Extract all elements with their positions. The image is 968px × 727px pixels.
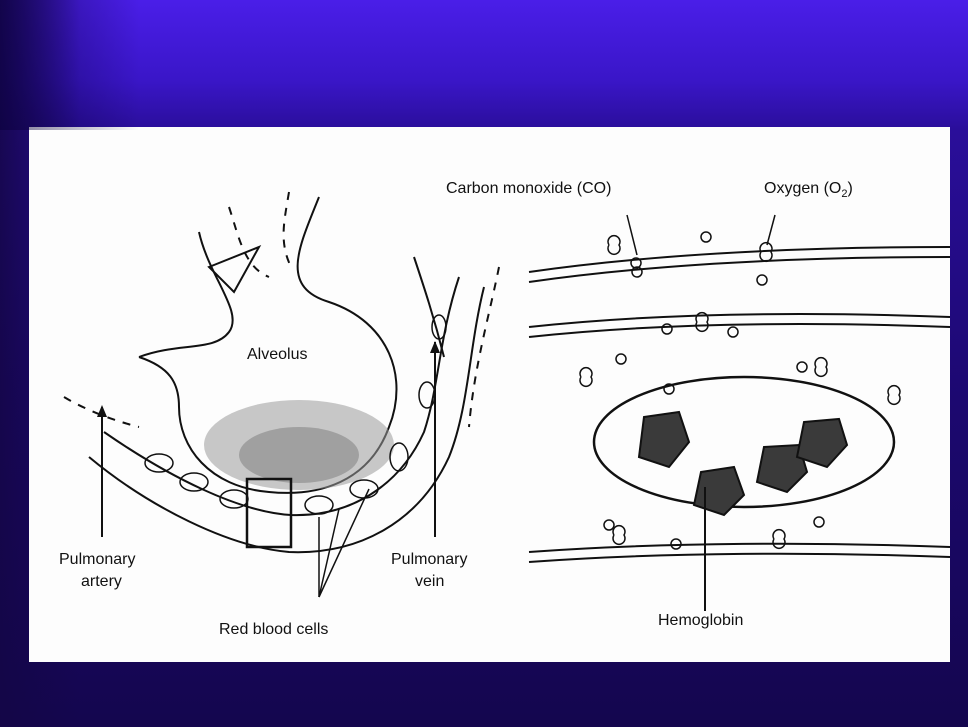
co-molecule: [662, 324, 672, 334]
vessel-wall-bottom-1: [529, 544, 950, 552]
o2-molecule: [888, 386, 900, 405]
top-right-vessel: [414, 257, 444, 357]
gas-molecules: [580, 232, 900, 549]
co-molecule: [616, 354, 626, 364]
oxygen-label-suffix: ): [847, 180, 852, 197]
vessel-wall-mid-2: [529, 324, 950, 337]
pulmonary-vein-label-line2: vein: [415, 573, 444, 590]
oxygen-label: Oxygen (O2): [764, 180, 853, 200]
oxygen-label-prefix: Oxygen (O: [764, 180, 841, 197]
carbon-monoxide-label: Carbon monoxide (CO): [446, 180, 611, 197]
rbc: [180, 473, 208, 491]
co-molecule: [814, 517, 824, 527]
hemoglobin-label: Hemoglobin: [658, 612, 743, 629]
red-blood-cell-outline: [594, 377, 894, 507]
alveolus-label: Alveolus: [247, 346, 307, 363]
co-molecule: [757, 275, 767, 285]
o2-molecule: [815, 358, 827, 377]
co-molecule: [728, 327, 738, 337]
co-molecule: [797, 362, 807, 372]
diagram-svg: Alveolus Pulmonary artery Pulmonary vein…: [29, 127, 950, 662]
co-label-pointer: [627, 215, 637, 255]
o2-molecule: [580, 368, 592, 387]
alveolus-panel: [64, 192, 499, 597]
rbc-pointer-3: [319, 489, 369, 597]
rbc: [390, 443, 408, 471]
rbc-pointer-2: [319, 509, 339, 597]
hemoglobin-molecule: [639, 412, 689, 467]
hemoglobin-molecule: [797, 419, 847, 467]
upper-branch: [209, 247, 259, 292]
capillary-panel: [529, 215, 950, 611]
pulmonary-vein-label-line1: Pulmonary: [391, 551, 467, 568]
o2-molecule: [773, 530, 785, 549]
o2-molecule: [608, 236, 620, 255]
rbc: [145, 454, 173, 472]
pulmonary-artery-label-line1: Pulmonary: [59, 551, 135, 568]
o2-molecule: [613, 526, 625, 545]
capillary-labels: Carbon monoxide (CO) Oxygen (O2) Hemoglo…: [446, 180, 853, 629]
lung-gas-exchange-figure: Alveolus Pulmonary artery Pulmonary vein…: [29, 127, 950, 662]
vessel-wall-bottom-2: [529, 554, 950, 562]
red-blood-cells-label: Red blood cells: [219, 621, 328, 638]
alveolus-dashed-wall-2: [284, 192, 291, 267]
vessel-wall-top-1: [529, 247, 950, 272]
co-molecule: [701, 232, 711, 242]
pulmonary-artery-label-line2: artery: [81, 573, 122, 590]
rbc: [350, 480, 378, 498]
o2-label-pointer: [767, 215, 775, 245]
vessel-wall-top-2: [529, 257, 950, 282]
alveolus-stipple-core: [239, 427, 359, 483]
co-molecule: [604, 520, 614, 530]
rbc: [305, 496, 333, 514]
